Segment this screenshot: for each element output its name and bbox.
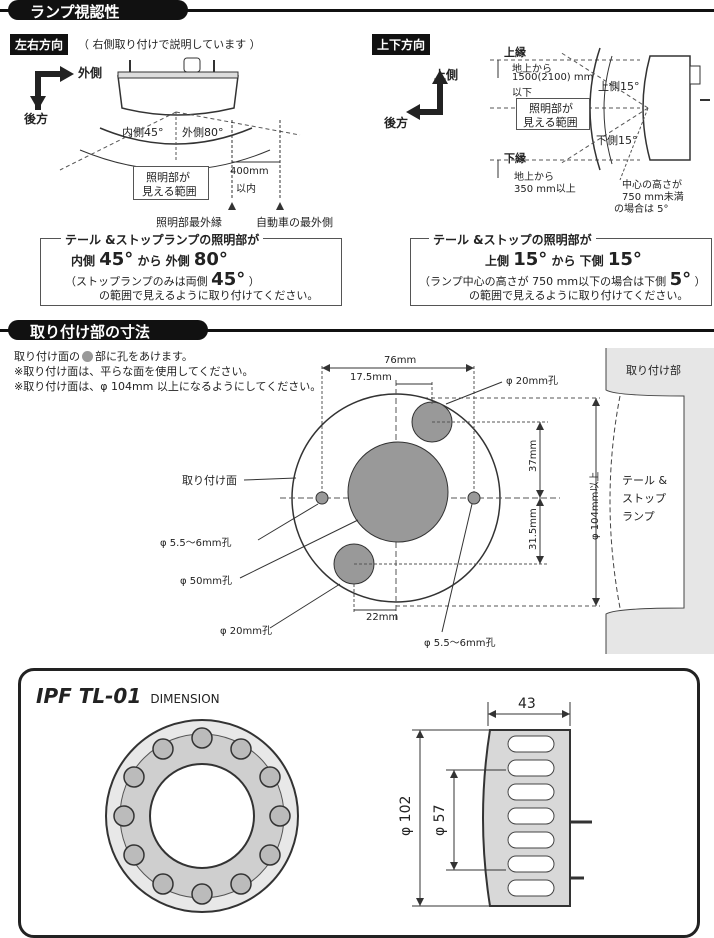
mounting-diagram bbox=[239, 348, 714, 654]
note-right: テール &ストップの照明部が 上側 15° から 下側 15° （ランプ中心の高… bbox=[410, 231, 712, 306]
mount-part-label: 取り付け部 bbox=[626, 364, 681, 377]
horizontal-note: （ 右側取り付けで説明しています ） bbox=[78, 38, 261, 51]
inner-angle-label: 内側45° bbox=[122, 126, 164, 139]
lower-text-2: 350 mm以上 bbox=[514, 184, 576, 195]
dim-57: φ 57 bbox=[432, 804, 448, 837]
upper-edge-label: 上縁 bbox=[504, 46, 526, 59]
mount-note-2: ※取り付け面は、平らな面を使用してください。 bbox=[14, 365, 254, 378]
lamp-label-2: ストップ bbox=[622, 492, 666, 505]
vertical-tag: 上下方向 bbox=[372, 34, 431, 55]
down-angle-label: 下側15° bbox=[596, 134, 638, 147]
section1-header: ランプ視認性 bbox=[0, 0, 714, 21]
mount-note-3: ※取り付け面は、φ 104mm 以上になるようにしてください。 bbox=[14, 380, 322, 393]
distance-within: 以内 bbox=[236, 184, 256, 195]
lower-edge-label: 下縁 bbox=[504, 152, 526, 165]
hole-55-bottom: φ 5.5～6mm孔 bbox=[424, 638, 496, 649]
lower-text-1: 地上から bbox=[514, 172, 554, 183]
distance-400: 400mm bbox=[230, 166, 269, 177]
section2-title: 取り付け部の寸法 bbox=[30, 323, 151, 341]
dimension-label: DIMENSION bbox=[150, 692, 220, 706]
upper-text-2: 1500(2100) mm bbox=[512, 72, 594, 83]
up-angle-label: 上側15° bbox=[598, 80, 640, 93]
dim-102: φ 102 bbox=[398, 795, 414, 836]
v-rear-label: 後方 bbox=[384, 116, 409, 130]
outer-angle-label: 外側80° bbox=[182, 126, 224, 139]
section1-title: ランプ視認性 bbox=[30, 3, 120, 21]
light-edge-label: 照明部最外縁 bbox=[156, 216, 222, 229]
model-name: IPF TL-01 bbox=[36, 684, 142, 708]
note-left: テール &ストップランプの照明部が 内側 45° から 外側 80° （ストップ… bbox=[40, 231, 342, 306]
dim-22: 22mm bbox=[366, 612, 399, 623]
section2-header: 取り付け部の寸法 bbox=[0, 320, 714, 341]
upper-text-3: 以下 bbox=[512, 88, 532, 99]
dim-43: 43 bbox=[518, 696, 536, 712]
hole-20-bottom: φ 20mm孔 bbox=[220, 626, 272, 637]
upper-text-1: 地上から bbox=[512, 64, 552, 75]
up-label: 上側 bbox=[434, 68, 459, 82]
vertical-visible-box: 照明部が 見える範囲 bbox=[516, 98, 590, 130]
rear-label: 後方 bbox=[24, 112, 49, 126]
hole-50: φ 50mm孔 bbox=[180, 576, 232, 587]
horizontal-tag: 左右方向 bbox=[10, 34, 69, 55]
mount-note-1: 取り付け面の部に孔をあけます。 bbox=[14, 350, 193, 363]
center-text-1: 中心の高さが bbox=[622, 180, 682, 191]
dim-17-5: 17.5mm bbox=[350, 372, 392, 383]
hole-55-left: φ 5.5～6mm孔 bbox=[160, 538, 232, 549]
lamp-label-1: テール & bbox=[622, 474, 668, 487]
dim-76: 76mm bbox=[384, 355, 417, 366]
lamp-label-3: ランプ bbox=[622, 510, 655, 523]
visibility-diagram bbox=[30, 47, 710, 210]
horizontal-visible-box: 照明部が 見える範囲 bbox=[133, 166, 209, 200]
center-text-2: 750 mm未満 bbox=[622, 192, 684, 203]
car-edge-label: 自動車の最外側 bbox=[256, 216, 333, 229]
hole-20-top: φ 20mm孔 bbox=[506, 376, 558, 387]
outer-label: 外側 bbox=[78, 66, 103, 80]
center-text-3: の場合は 5° bbox=[614, 204, 669, 215]
mount-face-label: 取り付け面 bbox=[182, 474, 237, 487]
